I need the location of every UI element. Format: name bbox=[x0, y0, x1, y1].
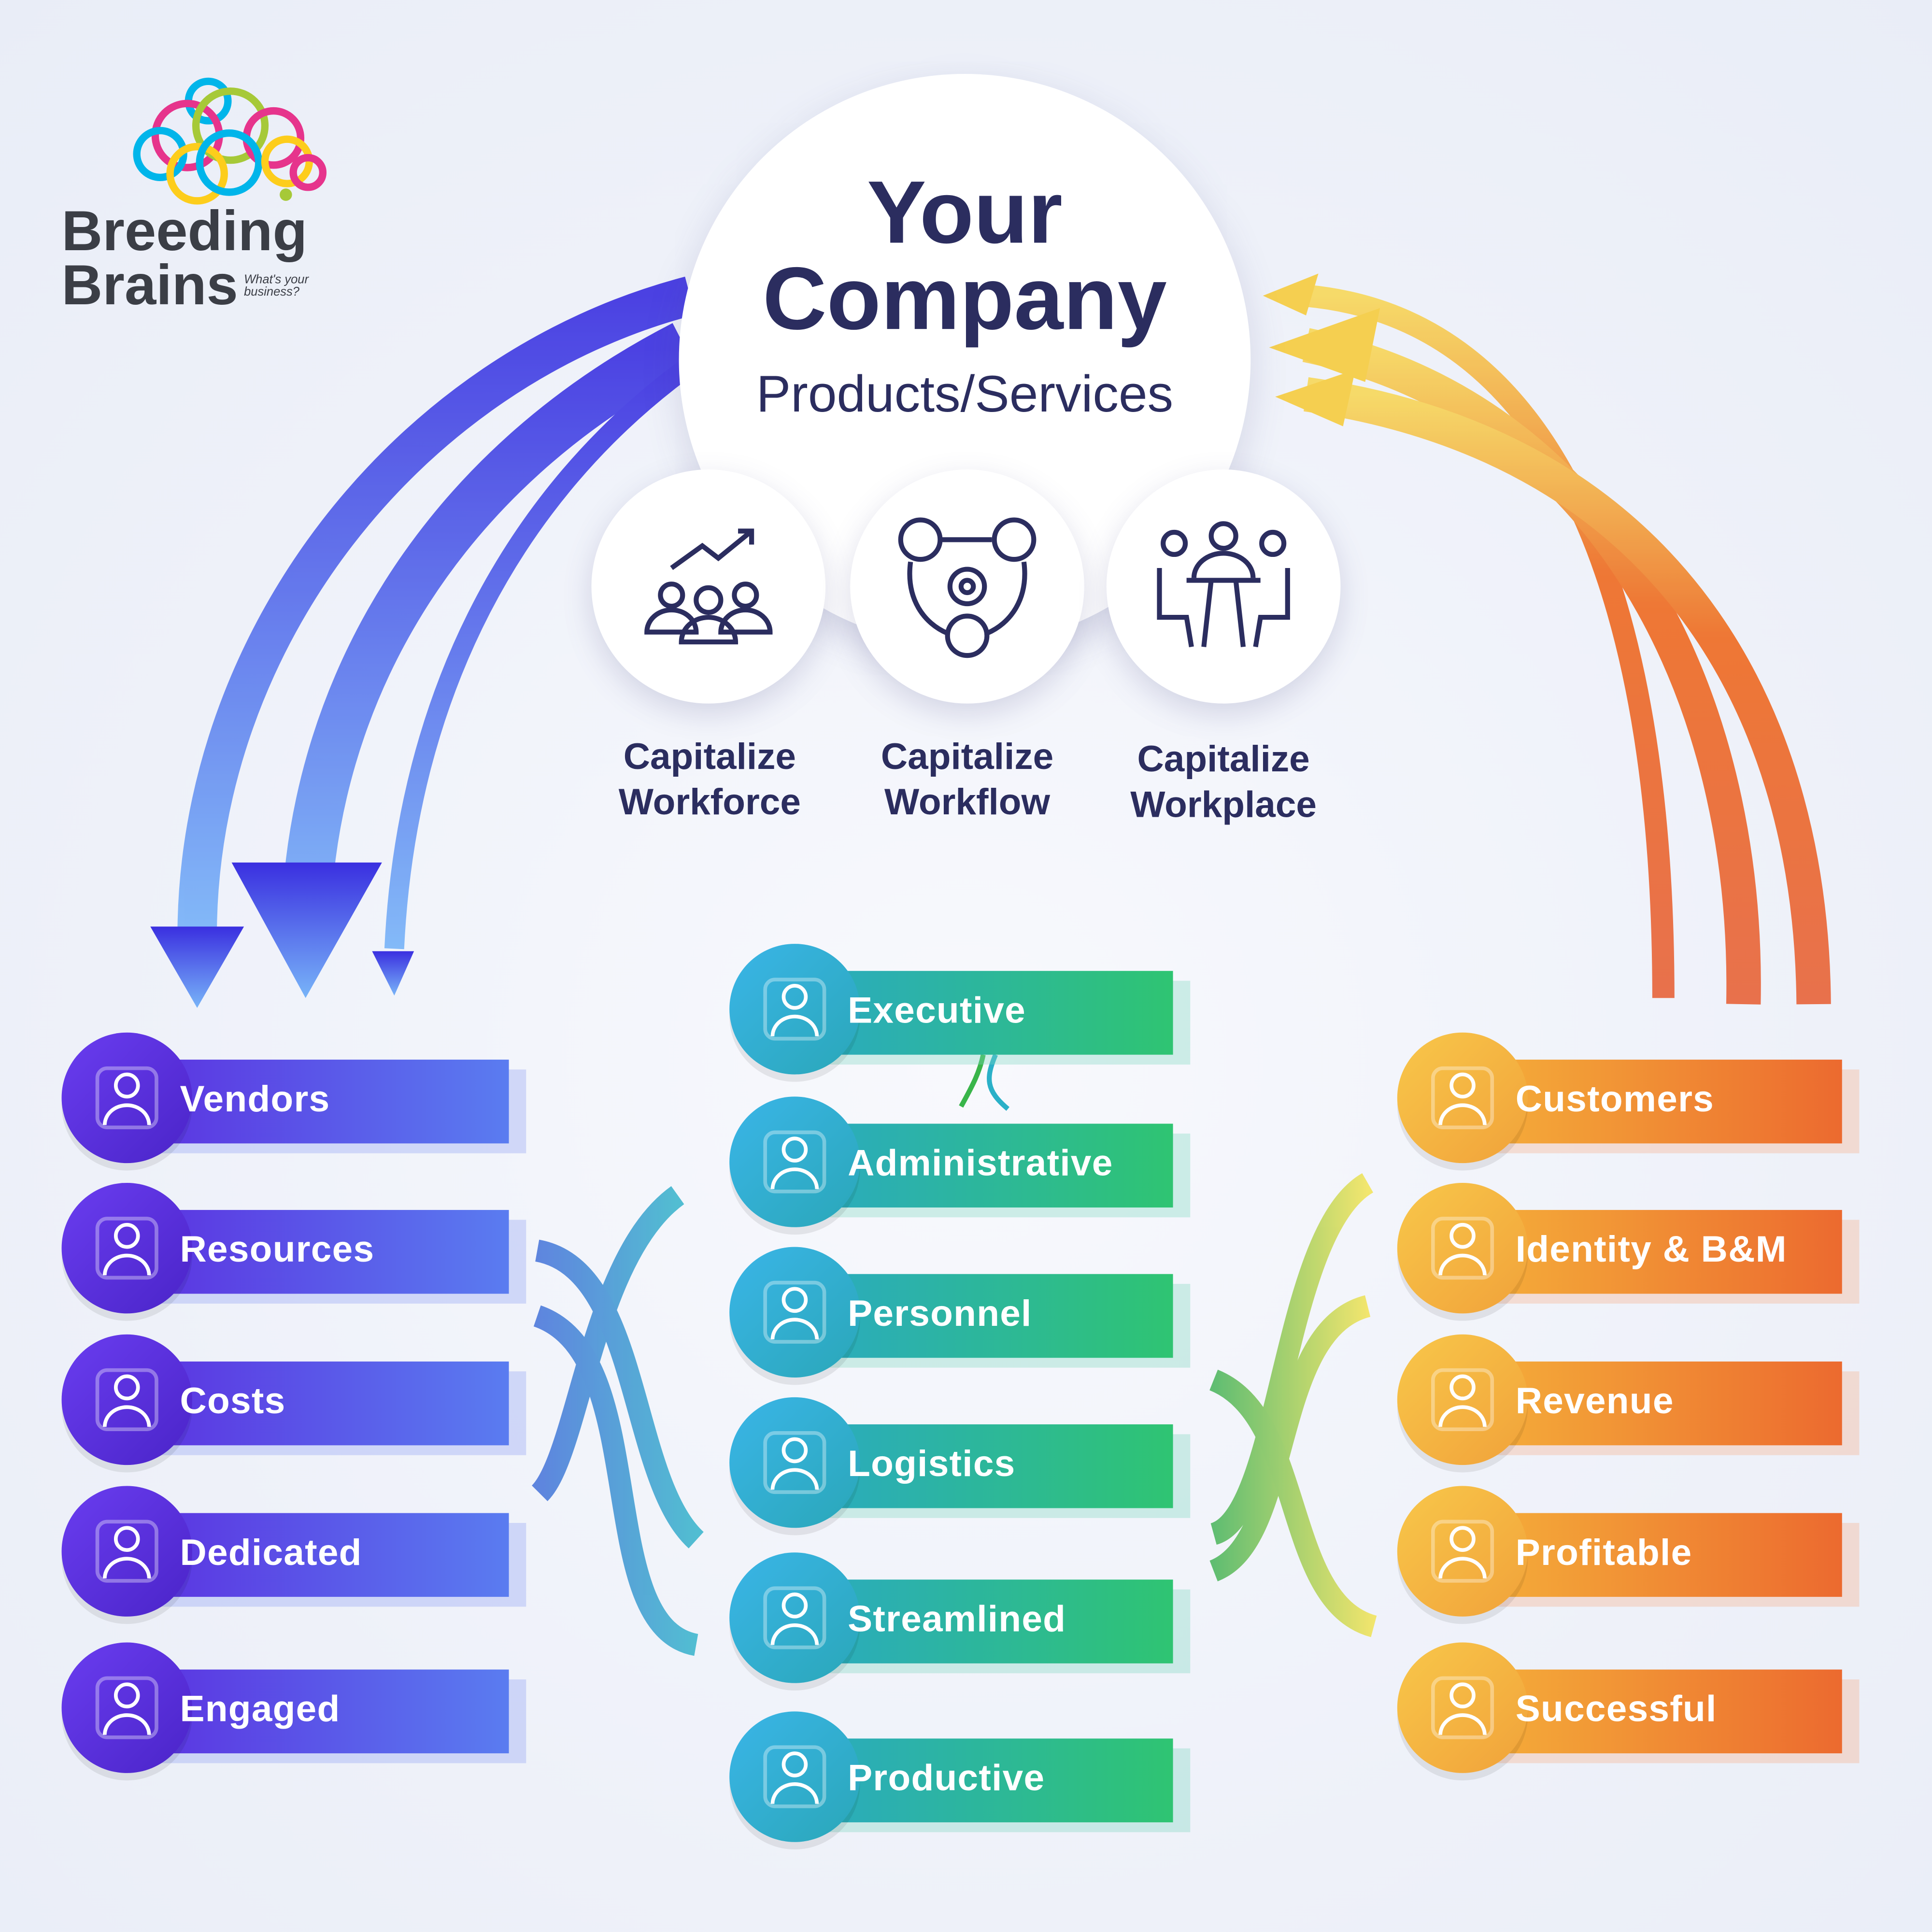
truck-icon bbox=[729, 1397, 860, 1528]
cap-line1: Capitalize bbox=[623, 737, 796, 778]
middle-item: Streamlined bbox=[729, 1552, 1197, 1683]
left-item: Dedicated bbox=[61, 1486, 530, 1617]
left-item: Engaged bbox=[61, 1642, 530, 1773]
logo-tagline-line1: What's your bbox=[244, 273, 309, 287]
money-up-icon bbox=[1397, 1486, 1528, 1617]
orange-arrows bbox=[1302, 284, 1831, 1005]
middle-item: Personnel bbox=[729, 1247, 1197, 1378]
vendor-icon bbox=[61, 1032, 192, 1164]
cap-line1: Capitalize bbox=[1137, 739, 1310, 780]
gear-person-icon bbox=[61, 1182, 192, 1314]
logo-circles-icon bbox=[133, 77, 327, 205]
meeting-table-icon bbox=[1106, 469, 1341, 704]
exec-admin-swap-arrows bbox=[959, 1053, 1009, 1111]
teal-cross-arrows bbox=[531, 1186, 704, 1656]
calculator-icon bbox=[61, 1334, 192, 1465]
item-label: Vendors bbox=[180, 1079, 330, 1120]
network-icon bbox=[729, 1096, 860, 1227]
item-label: Streamlined bbox=[848, 1599, 1066, 1640]
item-label: Personnel bbox=[848, 1293, 1032, 1335]
left-item: Costs bbox=[61, 1334, 530, 1465]
left-item: Vendors bbox=[61, 1032, 530, 1164]
company-title-line2: Company bbox=[762, 250, 1167, 349]
right-item: Customers bbox=[1397, 1032, 1865, 1164]
cap-line2: Workforce bbox=[618, 782, 801, 824]
item-label: Logistics bbox=[848, 1444, 1016, 1485]
left-item: Resources bbox=[61, 1182, 530, 1314]
item-label: Productive bbox=[848, 1758, 1045, 1799]
logo-name-line2: Brains bbox=[61, 252, 238, 317]
item-label: Successful bbox=[1515, 1689, 1717, 1730]
logo-name-line1: Breeding bbox=[61, 198, 308, 263]
item-label: Engaged bbox=[180, 1689, 341, 1730]
star-person-icon bbox=[1397, 1642, 1528, 1773]
brand-icon bbox=[1397, 1182, 1528, 1314]
item-label: Resources bbox=[180, 1229, 375, 1271]
item-label: Profitable bbox=[1515, 1533, 1692, 1574]
middle-item: Logistics bbox=[729, 1397, 1197, 1528]
item-label: Identity & B&M bbox=[1515, 1229, 1787, 1271]
item-label: Dedicated bbox=[180, 1533, 362, 1574]
revenue-chart-icon bbox=[1397, 1334, 1528, 1465]
person-clock-icon bbox=[61, 1486, 192, 1617]
middle-item: Administrative bbox=[729, 1096, 1197, 1227]
customers-icon bbox=[1397, 1032, 1528, 1164]
logo-tagline-line2: business? bbox=[244, 285, 299, 299]
right-item: Revenue bbox=[1397, 1334, 1865, 1465]
green-yellow-cross-arrows bbox=[1209, 1173, 1378, 1637]
handshake-icon bbox=[61, 1642, 192, 1773]
blue-arrows bbox=[177, 276, 696, 950]
middle-item: Executive bbox=[729, 944, 1197, 1075]
right-item: Successful bbox=[1397, 1642, 1865, 1773]
middle-item: Productive bbox=[729, 1711, 1197, 1842]
right-item: Identity & B&M bbox=[1397, 1182, 1865, 1314]
item-label: Customers bbox=[1515, 1079, 1714, 1120]
group-icon bbox=[729, 1247, 860, 1378]
right-item: Profitable bbox=[1397, 1486, 1865, 1617]
executive-icon bbox=[729, 944, 860, 1075]
company-subtitle: Products/Services bbox=[756, 365, 1174, 423]
item-label: Executive bbox=[848, 991, 1026, 1032]
item-label: Administrative bbox=[848, 1143, 1113, 1184]
orange-arrowheads bbox=[1263, 273, 1380, 426]
blue-arrowheads bbox=[150, 862, 414, 1008]
logo: Breeding Brains What's your business? bbox=[62, 74, 333, 320]
cap-line2: Workflow bbox=[884, 782, 1051, 824]
growth-team-icon bbox=[591, 469, 826, 704]
item-label: Revenue bbox=[1515, 1381, 1674, 1422]
workflow-cycle-icon bbox=[850, 469, 1084, 704]
item-label: Costs bbox=[180, 1381, 286, 1422]
clock-cycle-icon bbox=[729, 1552, 860, 1683]
checklist-icon bbox=[729, 1711, 860, 1842]
cap-line1: Capitalize bbox=[881, 737, 1054, 778]
cap-line2: Workplace bbox=[1130, 784, 1317, 826]
company-title-line1: Your bbox=[867, 164, 1063, 263]
